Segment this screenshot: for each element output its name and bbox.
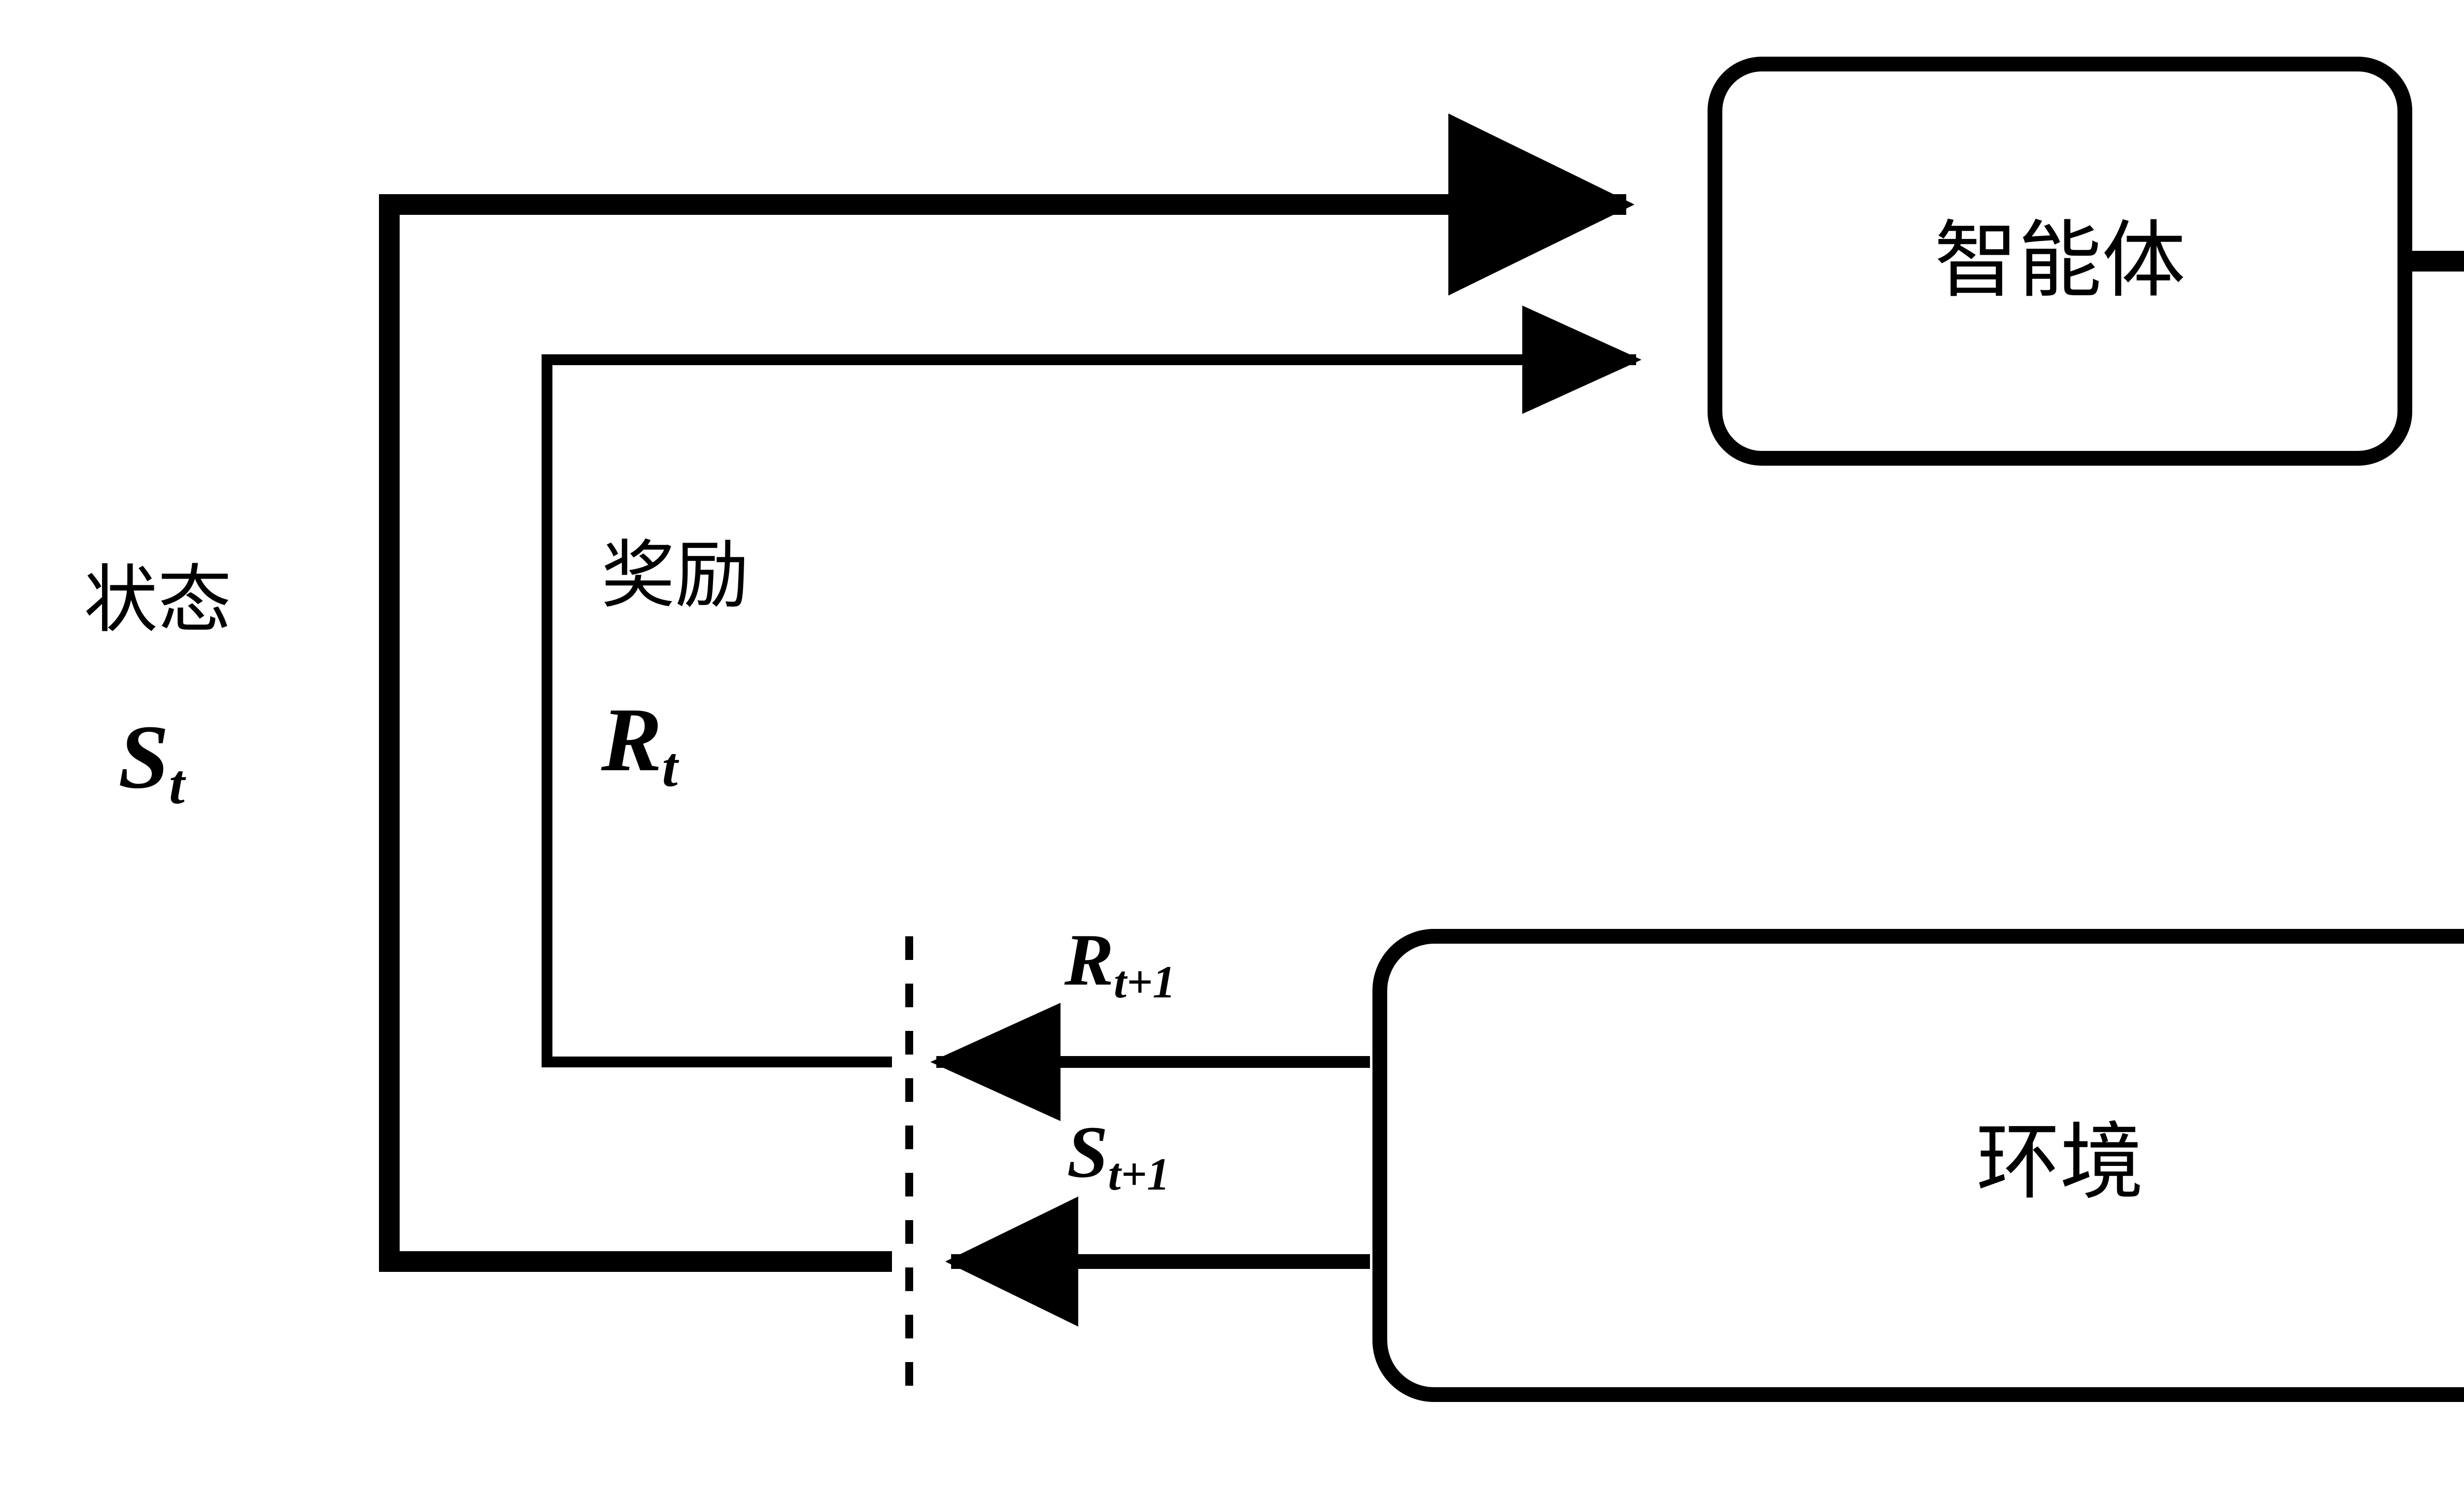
state-feedback-path — [379, 113, 1635, 1272]
reward-label-symbol: Rt — [601, 692, 678, 797]
reward-next-label: Rt+1 — [1064, 919, 1176, 1008]
reward-label-text: 奖励 — [601, 533, 750, 618]
reward-next-base: R — [1064, 919, 1114, 1001]
state-next-base: S — [1067, 1111, 1108, 1193]
state-next-subscript: t+1 — [1108, 1149, 1170, 1200]
agent-node-label: 智能体 — [1934, 212, 2186, 309]
state-label-symbol: St — [118, 707, 185, 816]
environment-node-label: 环境 — [1976, 1114, 2144, 1211]
reward-next-subscript: t+1 — [1114, 957, 1176, 1008]
state-label-text: 状态 — [84, 557, 232, 643]
reward-symbol-subscript: t — [662, 736, 678, 799]
reward-symbol-base: R — [601, 689, 662, 790]
state-symbol-base: S — [118, 707, 169, 808]
state-next-label: St+1 — [1067, 1111, 1170, 1200]
state-symbol-subscript: t — [169, 753, 185, 816]
reward-feedback-path — [542, 306, 1642, 1067]
environment-node-box — [1372, 929, 2464, 1402]
